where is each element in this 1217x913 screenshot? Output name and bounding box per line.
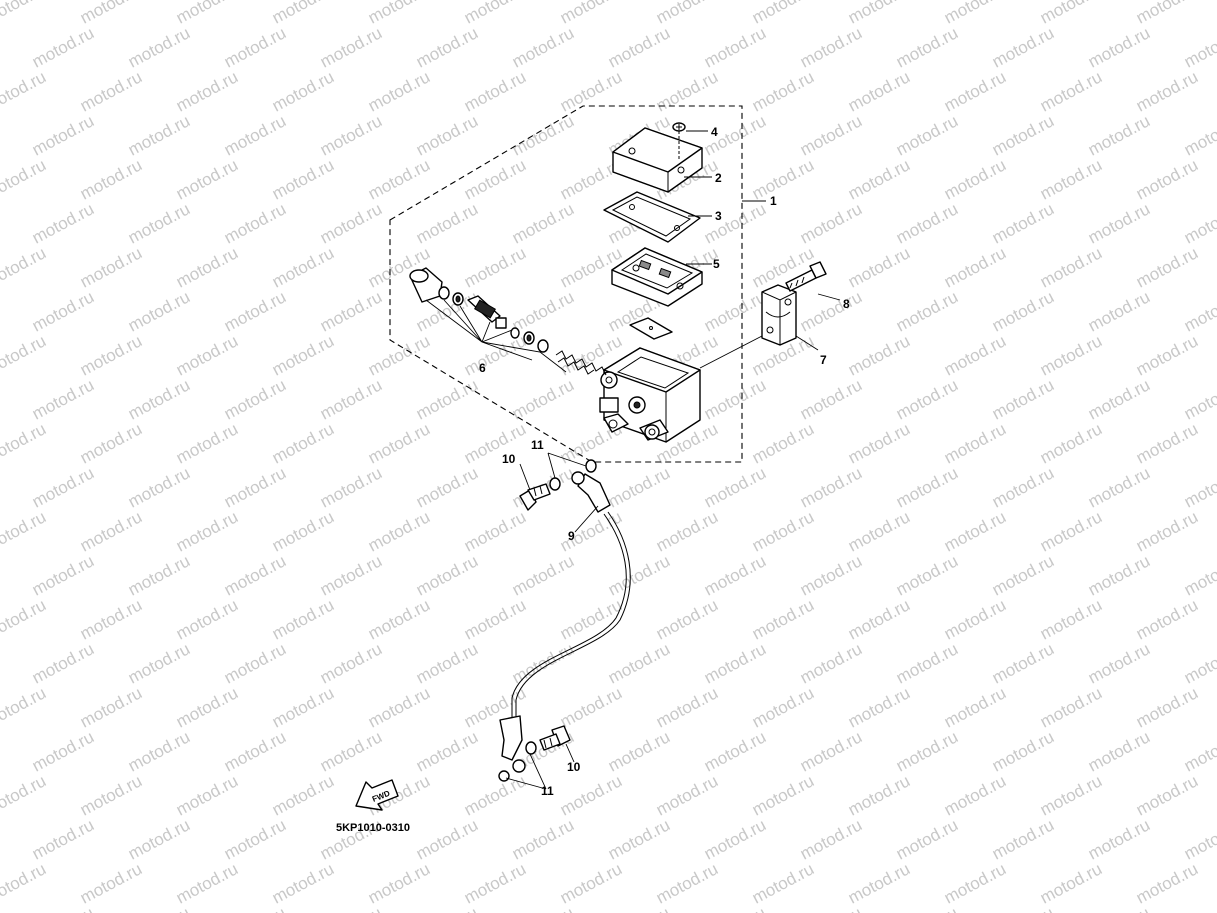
diaphragm-plate[interactable] bbox=[603, 191, 701, 243]
crush-washer[interactable] bbox=[585, 459, 597, 473]
assembly-boundary bbox=[389, 105, 743, 463]
protector-plate bbox=[629, 317, 673, 340]
cap-screw[interactable] bbox=[672, 122, 686, 160]
fwd-arrow: FWD bbox=[355, 779, 399, 811]
callout-4: 4 bbox=[711, 125, 718, 139]
callout-9: 9 bbox=[568, 529, 575, 543]
master-cylinder-body[interactable] bbox=[599, 347, 701, 443]
callout-7: 7 bbox=[820, 353, 827, 367]
crush-washer[interactable] bbox=[549, 477, 561, 491]
diaphragm[interactable] bbox=[611, 247, 703, 307]
leader-lines bbox=[425, 130, 841, 790]
callout-6: 6 bbox=[479, 361, 486, 375]
crush-washer[interactable] bbox=[525, 741, 537, 755]
piston-kit[interactable] bbox=[409, 267, 607, 376]
callout-10-lower: 10 bbox=[567, 760, 581, 774]
reservoir-cap[interactable] bbox=[612, 127, 703, 193]
callout-11-upper: 11 bbox=[531, 438, 544, 452]
union-bolt-upper[interactable] bbox=[519, 483, 551, 511]
master-cylinder-holder[interactable] bbox=[761, 284, 797, 346]
callout-2: 2 bbox=[715, 171, 722, 185]
crush-washer[interactable] bbox=[498, 770, 510, 782]
callout-8: 8 bbox=[843, 297, 850, 311]
diagram-code: 5KP1010-0310 bbox=[336, 822, 410, 834]
callout-1: 1 bbox=[770, 194, 777, 208]
callout-11-lower: 11 bbox=[541, 784, 554, 798]
callout-10-upper: 10 bbox=[502, 452, 516, 466]
callout-5: 5 bbox=[713, 257, 720, 271]
union-bolt-lower[interactable] bbox=[539, 725, 571, 751]
brake-hose[interactable] bbox=[499, 471, 631, 773]
callout-3: 3 bbox=[715, 209, 722, 223]
holder-bolt[interactable] bbox=[785, 261, 827, 292]
